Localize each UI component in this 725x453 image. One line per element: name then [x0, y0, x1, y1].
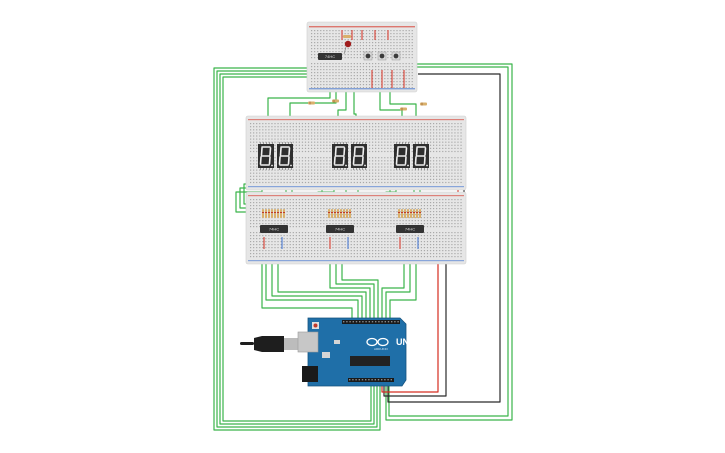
arduino-logo — [366, 337, 389, 347]
wire-green[interactable] — [222, 76, 372, 422]
wire-green[interactable] — [277, 240, 367, 322]
ic-74hc-top[interactable]: 74HC — [318, 53, 342, 60]
wire-green[interactable] — [219, 73, 375, 425]
seven-segment-digit — [394, 142, 410, 170]
ic-label: 74HC — [269, 227, 279, 232]
resistors — [308, 99, 427, 111]
push-buttons — [363, 51, 401, 61]
breadboard-top[interactable]: 74HC — [306, 21, 418, 93]
ic-label: 74HC — [405, 227, 415, 232]
wire-green[interactable] — [261, 244, 353, 322]
display-pair[interactable] — [258, 142, 293, 170]
wire-black[interactable] — [387, 73, 501, 403]
push-button[interactable] — [363, 51, 373, 61]
ic-label: 74HC — [325, 54, 335, 59]
seven-segment-digit — [277, 142, 293, 170]
resistor[interactable] — [343, 35, 351, 38]
wire-green[interactable] — [271, 240, 363, 322]
arduino-label: ARDUINO — [374, 347, 389, 351]
wire-green[interactable] — [265, 240, 359, 322]
display-pair[interactable] — [332, 142, 367, 170]
ic-label: 74HC — [335, 227, 345, 232]
push-button[interactable] — [377, 51, 387, 61]
arduino-uno[interactable]: UNO ARDUINO — [240, 317, 416, 387]
wire-green[interactable] — [385, 240, 411, 322]
seven-segment-digit — [332, 142, 348, 170]
wire-green[interactable] — [213, 67, 381, 431]
resistor[interactable] — [332, 99, 339, 103]
seven-segment-displays — [258, 142, 429, 170]
resistor[interactable] — [400, 107, 407, 111]
seven-segment-digit — [351, 142, 367, 170]
capacitor[interactable] — [343, 40, 352, 55]
resistor[interactable] — [308, 101, 315, 105]
push-button[interactable] — [391, 51, 401, 61]
shift-registers: 74HC 74HC 74HC — [260, 209, 424, 249]
arduino-header-pins — [343, 321, 399, 381]
shift-register-74hc[interactable]: 74HC — [326, 209, 354, 249]
wire-green[interactable] — [388, 66, 509, 417]
wire-green[interactable] — [389, 240, 417, 322]
display-pair[interactable] — [394, 142, 429, 170]
wire-green[interactable] — [385, 63, 513, 421]
resistor[interactable] — [420, 102, 427, 106]
shift-register-74hc[interactable]: 74HC — [396, 209, 424, 249]
shift-register-74hc[interactable]: 74HC — [260, 209, 288, 249]
usb-cable[interactable] — [240, 336, 298, 352]
seven-segment-digit — [413, 142, 429, 170]
seven-segment-digit — [258, 142, 274, 170]
uno-label: UNO — [396, 337, 416, 347]
wire-green[interactable] — [216, 70, 378, 428]
